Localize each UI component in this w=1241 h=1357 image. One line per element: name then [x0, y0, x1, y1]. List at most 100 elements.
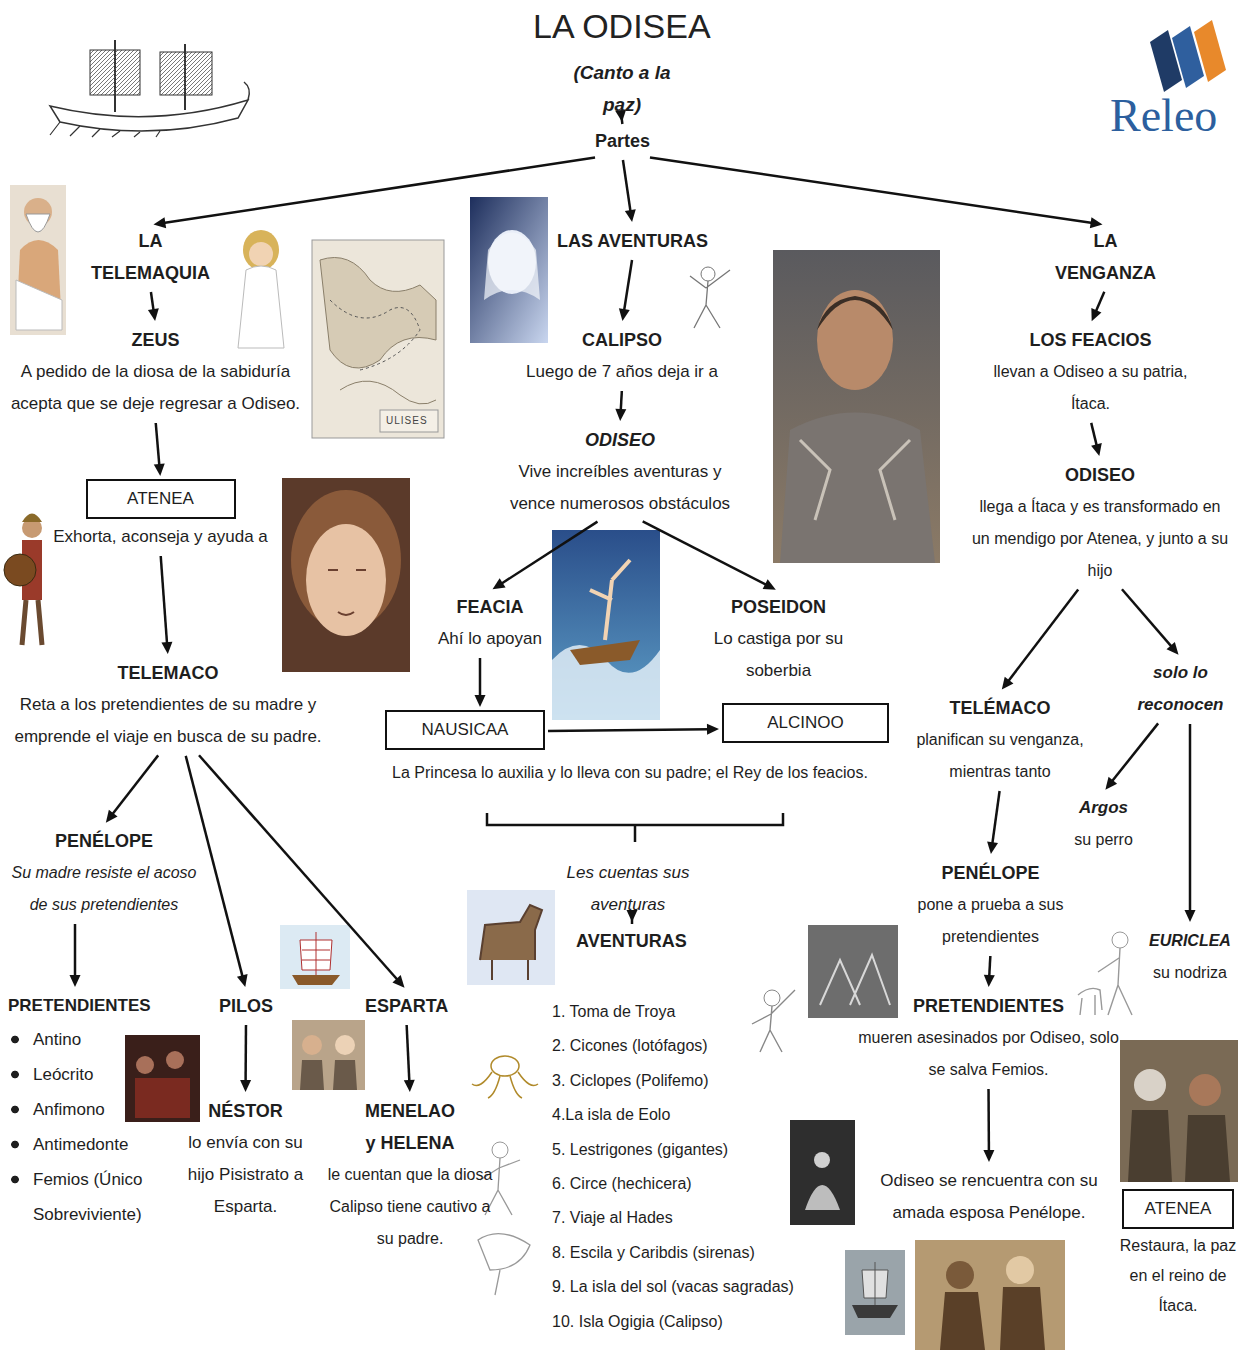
- node-heading: Partes: [595, 125, 650, 157]
- athena-odysseus-picture-part: [1120, 1040, 1238, 1182]
- caption-text: La Princesa lo auxilia y lo lleva con su…: [392, 761, 868, 785]
- node-heading: Les cuentas sus aventuras: [527, 857, 729, 921]
- node-text: A pedido de la diosa de la sabiduría ace…: [3, 356, 308, 420]
- arrow-connector: [548, 724, 719, 735]
- part-heading: LA TELEMAQUIA: [77, 225, 224, 289]
- node-heading: LA VENGANZA: [1041, 225, 1170, 289]
- arrow-connector: [1122, 589, 1179, 654]
- place-node: ESPARTA: [365, 990, 448, 1022]
- couple-picture-part: [300, 1060, 357, 1090]
- arrow-head: [625, 209, 636, 222]
- concept-node: TELÉMACOplanifican su venganza, mientras…: [895, 692, 1105, 788]
- node-heading: CALIPSO: [526, 324, 718, 356]
- map-picture: [312, 240, 444, 438]
- soldier-picture: [4, 514, 42, 646]
- boxed-concept-node: ATENEAExhorta, aconseja y ayuda a: [53, 479, 268, 553]
- octopus-sketch-part: [491, 1056, 519, 1076]
- concept-node: PENÉLOPESu madre resiste el acoso de sus…: [3, 825, 205, 921]
- arrow-connector: [619, 260, 632, 321]
- hades-picture-part: [790, 1120, 855, 1225]
- figure-sketches: [478, 1142, 530, 1295]
- part-heading: LA VENGANZA: [1041, 225, 1170, 289]
- calypso-picture-part: [484, 233, 540, 301]
- part-heading: LAS AVENTURAS: [557, 225, 708, 257]
- couple-picture-part: [292, 1020, 365, 1090]
- bracket-part: [487, 813, 783, 842]
- connector-line: [479, 658, 482, 697]
- connector-line: [1112, 723, 1159, 781]
- arrow-head: [983, 1150, 994, 1162]
- logo-text: Releo: [1110, 90, 1217, 142]
- small-ship-picture-part: [302, 950, 330, 960]
- node-text: le cuentan que la diosa Calipso tiene ca…: [320, 1159, 500, 1255]
- arrow-connector: [199, 755, 405, 988]
- connector-line: [623, 160, 631, 212]
- list-item: 4.La isla de Eolo: [552, 1098, 794, 1132]
- node-heading: LOS FEACIOS: [972, 324, 1209, 356]
- node-heading: ZEUS: [3, 324, 308, 356]
- soldier-picture-part: [4, 554, 36, 586]
- connector-line: [989, 956, 990, 977]
- arrow-connector: [106, 755, 158, 822]
- dog-sketch-part: [1078, 988, 1102, 1015]
- connector-line: [1122, 589, 1172, 647]
- dog-sketch-part: [1112, 932, 1128, 948]
- node-heading: AVENTURAS: [552, 925, 794, 957]
- ship-illustration-part: [90, 50, 140, 95]
- goddess-picture-part: [243, 230, 279, 270]
- athena-odysseus-picture: [1120, 1040, 1238, 1182]
- arrow-head: [392, 975, 404, 988]
- ship-illustration-part: [244, 82, 249, 100]
- node-heading: POSEIDON: [679, 591, 878, 623]
- arrow-connector: [984, 956, 995, 987]
- boat-picture: [845, 1250, 905, 1335]
- arrow-head: [148, 308, 159, 321]
- soldier-picture-part: [22, 514, 42, 523]
- node-heading: TELÉMACO: [895, 692, 1105, 724]
- small-ship-picture-part: [300, 932, 332, 975]
- reunion-picture-part: [915, 1240, 1065, 1350]
- connector-line: [151, 292, 154, 311]
- arrow-connector: [161, 556, 173, 654]
- zeus-picture-part: [26, 214, 50, 232]
- box-label: ATENEA: [1122, 1189, 1234, 1229]
- arrow-connector: [1185, 724, 1196, 922]
- arrow-connector: [650, 157, 1103, 228]
- arrow-connector: [493, 522, 598, 590]
- figure-sketches-part: [492, 1142, 508, 1158]
- node-heading: NÉSTOR: [183, 1095, 308, 1127]
- map-picture-part: [330, 300, 420, 370]
- list-node: AVENTURAS1. Toma de Troya2. Cicones (lot…: [552, 925, 794, 1339]
- connector-line: [1008, 589, 1078, 681]
- connector-line: [621, 391, 622, 411]
- arrow-head: [987, 841, 998, 854]
- node-heading: ODISEO: [969, 459, 1231, 491]
- calypso-picture: [470, 197, 548, 343]
- slaughter-picture-part: [808, 925, 898, 1018]
- hermes-sketch: [690, 267, 730, 328]
- concept-node: PENÉLOPEpone a prueba a sus pretendiente…: [867, 857, 1114, 953]
- node-heading: FEACIA: [438, 591, 542, 623]
- boxed-node: ALCINOO: [722, 703, 889, 745]
- list-item: 7. Viaje al Hades: [552, 1201, 794, 1235]
- arrow-head: [237, 974, 248, 987]
- box-label: ALCINOO: [722, 703, 889, 743]
- node-text: pone a prueba a sus pretendientes: [867, 889, 1114, 953]
- arrow-connector: [643, 521, 776, 589]
- warrior-picture-part: [800, 440, 910, 520]
- list-item: 8. Escila y Caribdis (sirenas): [552, 1236, 794, 1270]
- node-heading: ODISEO: [495, 424, 745, 456]
- connector-line: [624, 260, 632, 311]
- list-item: 5. Lestrigones (gigantes): [552, 1133, 794, 1167]
- node-text: su perro: [1074, 824, 1133, 856]
- node-text: planifican su venganza, mientras tanto: [895, 724, 1105, 788]
- subtitle-node: (Canto a la paz): [552, 57, 692, 121]
- concept-node: EURICLEAsu nodriza: [1149, 925, 1231, 989]
- goddess-picture: [238, 230, 284, 348]
- node-text: lo envía con su hijo Pisistrato a Espart…: [183, 1127, 308, 1223]
- arrow-connector: [154, 423, 165, 476]
- portrait-picture: [282, 478, 410, 672]
- arrow-head: [707, 724, 719, 735]
- arrow-head: [493, 578, 506, 589]
